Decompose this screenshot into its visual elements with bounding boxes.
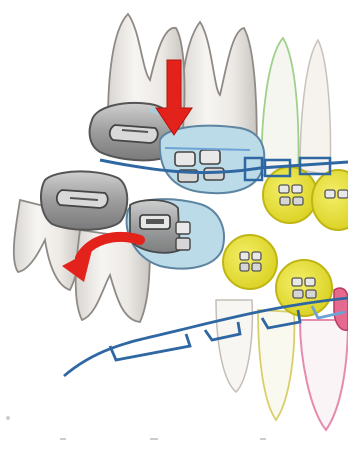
- yellow-band-3: [223, 235, 277, 289]
- lower-bracket-c: [176, 238, 190, 250]
- upper-tooth-green: [262, 38, 299, 178]
- bottom-artifacts: [6, 416, 266, 440]
- upper-tooth-far-right: [300, 40, 331, 175]
- upper-bracket-a: [175, 152, 195, 166]
- upper-bracket-b: [200, 150, 220, 164]
- lower-molar-band-left: [41, 171, 127, 229]
- lower-bracket-b: [176, 222, 190, 234]
- lower-tooth-pink: [300, 320, 348, 430]
- upper-blue-band: [160, 126, 264, 194]
- yellow-band-2: [312, 170, 348, 230]
